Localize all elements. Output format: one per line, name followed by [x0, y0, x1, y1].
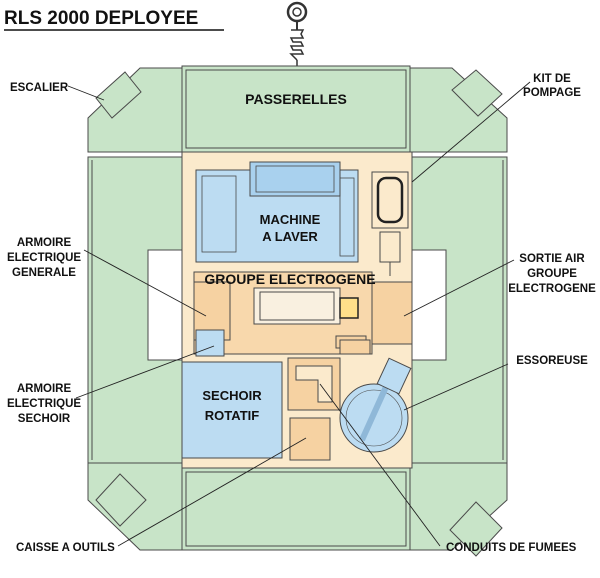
- callout-essoreuse: ESSOREUSE: [516, 355, 588, 367]
- spin-dryer: [339, 357, 412, 453]
- exhaust-ducts: [287, 339, 371, 411]
- walkway-top: [181, 65, 411, 153]
- callout-kit-2: POMPAGE: [523, 87, 581, 99]
- washing-machine: [195, 161, 359, 263]
- dryer-label-2: ROTATIF: [205, 408, 259, 423]
- stair-bottom-left: [95, 473, 147, 527]
- callout-armoire-gen-3: GENERALE: [12, 267, 76, 279]
- walkway-corner-tl: [87, 67, 183, 153]
- stair-top-right: [451, 69, 503, 117]
- stair-bottom-right: [449, 501, 503, 557]
- callout-armoire-gen-1: ARMOIRE: [17, 237, 72, 249]
- callout-caisse: CAISSE A OUTILS: [16, 542, 115, 554]
- side-step-left: [147, 249, 183, 361]
- machine-label-2: A LAVER: [262, 229, 318, 244]
- callout-armoire-gen-2: ELECTRIQUE: [7, 252, 81, 264]
- walkway-corner-tr: [409, 67, 508, 153]
- walkway-railings: [91, 69, 504, 547]
- walkways-label: PASSERELLES: [245, 91, 347, 107]
- callout-armoire-sec-2: ELECTRIQUE: [7, 398, 81, 410]
- callout-leaders: [67, 81, 531, 547]
- dryer-cabinet: [195, 329, 225, 357]
- callout-escalier: ESCALIER: [10, 82, 69, 94]
- dryer-label-1: SECHOIR: [202, 388, 262, 403]
- callout-sortie-2: GROUPE: [527, 268, 577, 280]
- rotary-dryer: [181, 361, 283, 459]
- lifting-hook-icon: [286, 1, 308, 66]
- callout-armoire-sec-3: SECHOIR: [18, 413, 71, 425]
- callout-kit-1: KIT DE: [533, 73, 571, 85]
- pump-kit: [371, 171, 409, 276]
- diagram-title: RLS 2000 DEPLOYEE: [4, 8, 198, 29]
- stair-top-left: [95, 71, 142, 119]
- callout-armoire-sec-1: ARMOIRE: [17, 383, 72, 395]
- callout-sortie-3: ELECTROGENE: [508, 283, 596, 295]
- toolbox: [289, 417, 331, 461]
- generator-label: GROUPE ELECTROGENE: [204, 271, 375, 287]
- callout-conduits: CONDUITS DE FUMEES: [446, 542, 577, 554]
- callout-sortie-1: SORTIE AIR: [519, 253, 585, 265]
- walkway-bottom: [181, 467, 411, 551]
- side-step-right: [411, 249, 447, 361]
- machine-label-1: MACHINE: [260, 212, 321, 227]
